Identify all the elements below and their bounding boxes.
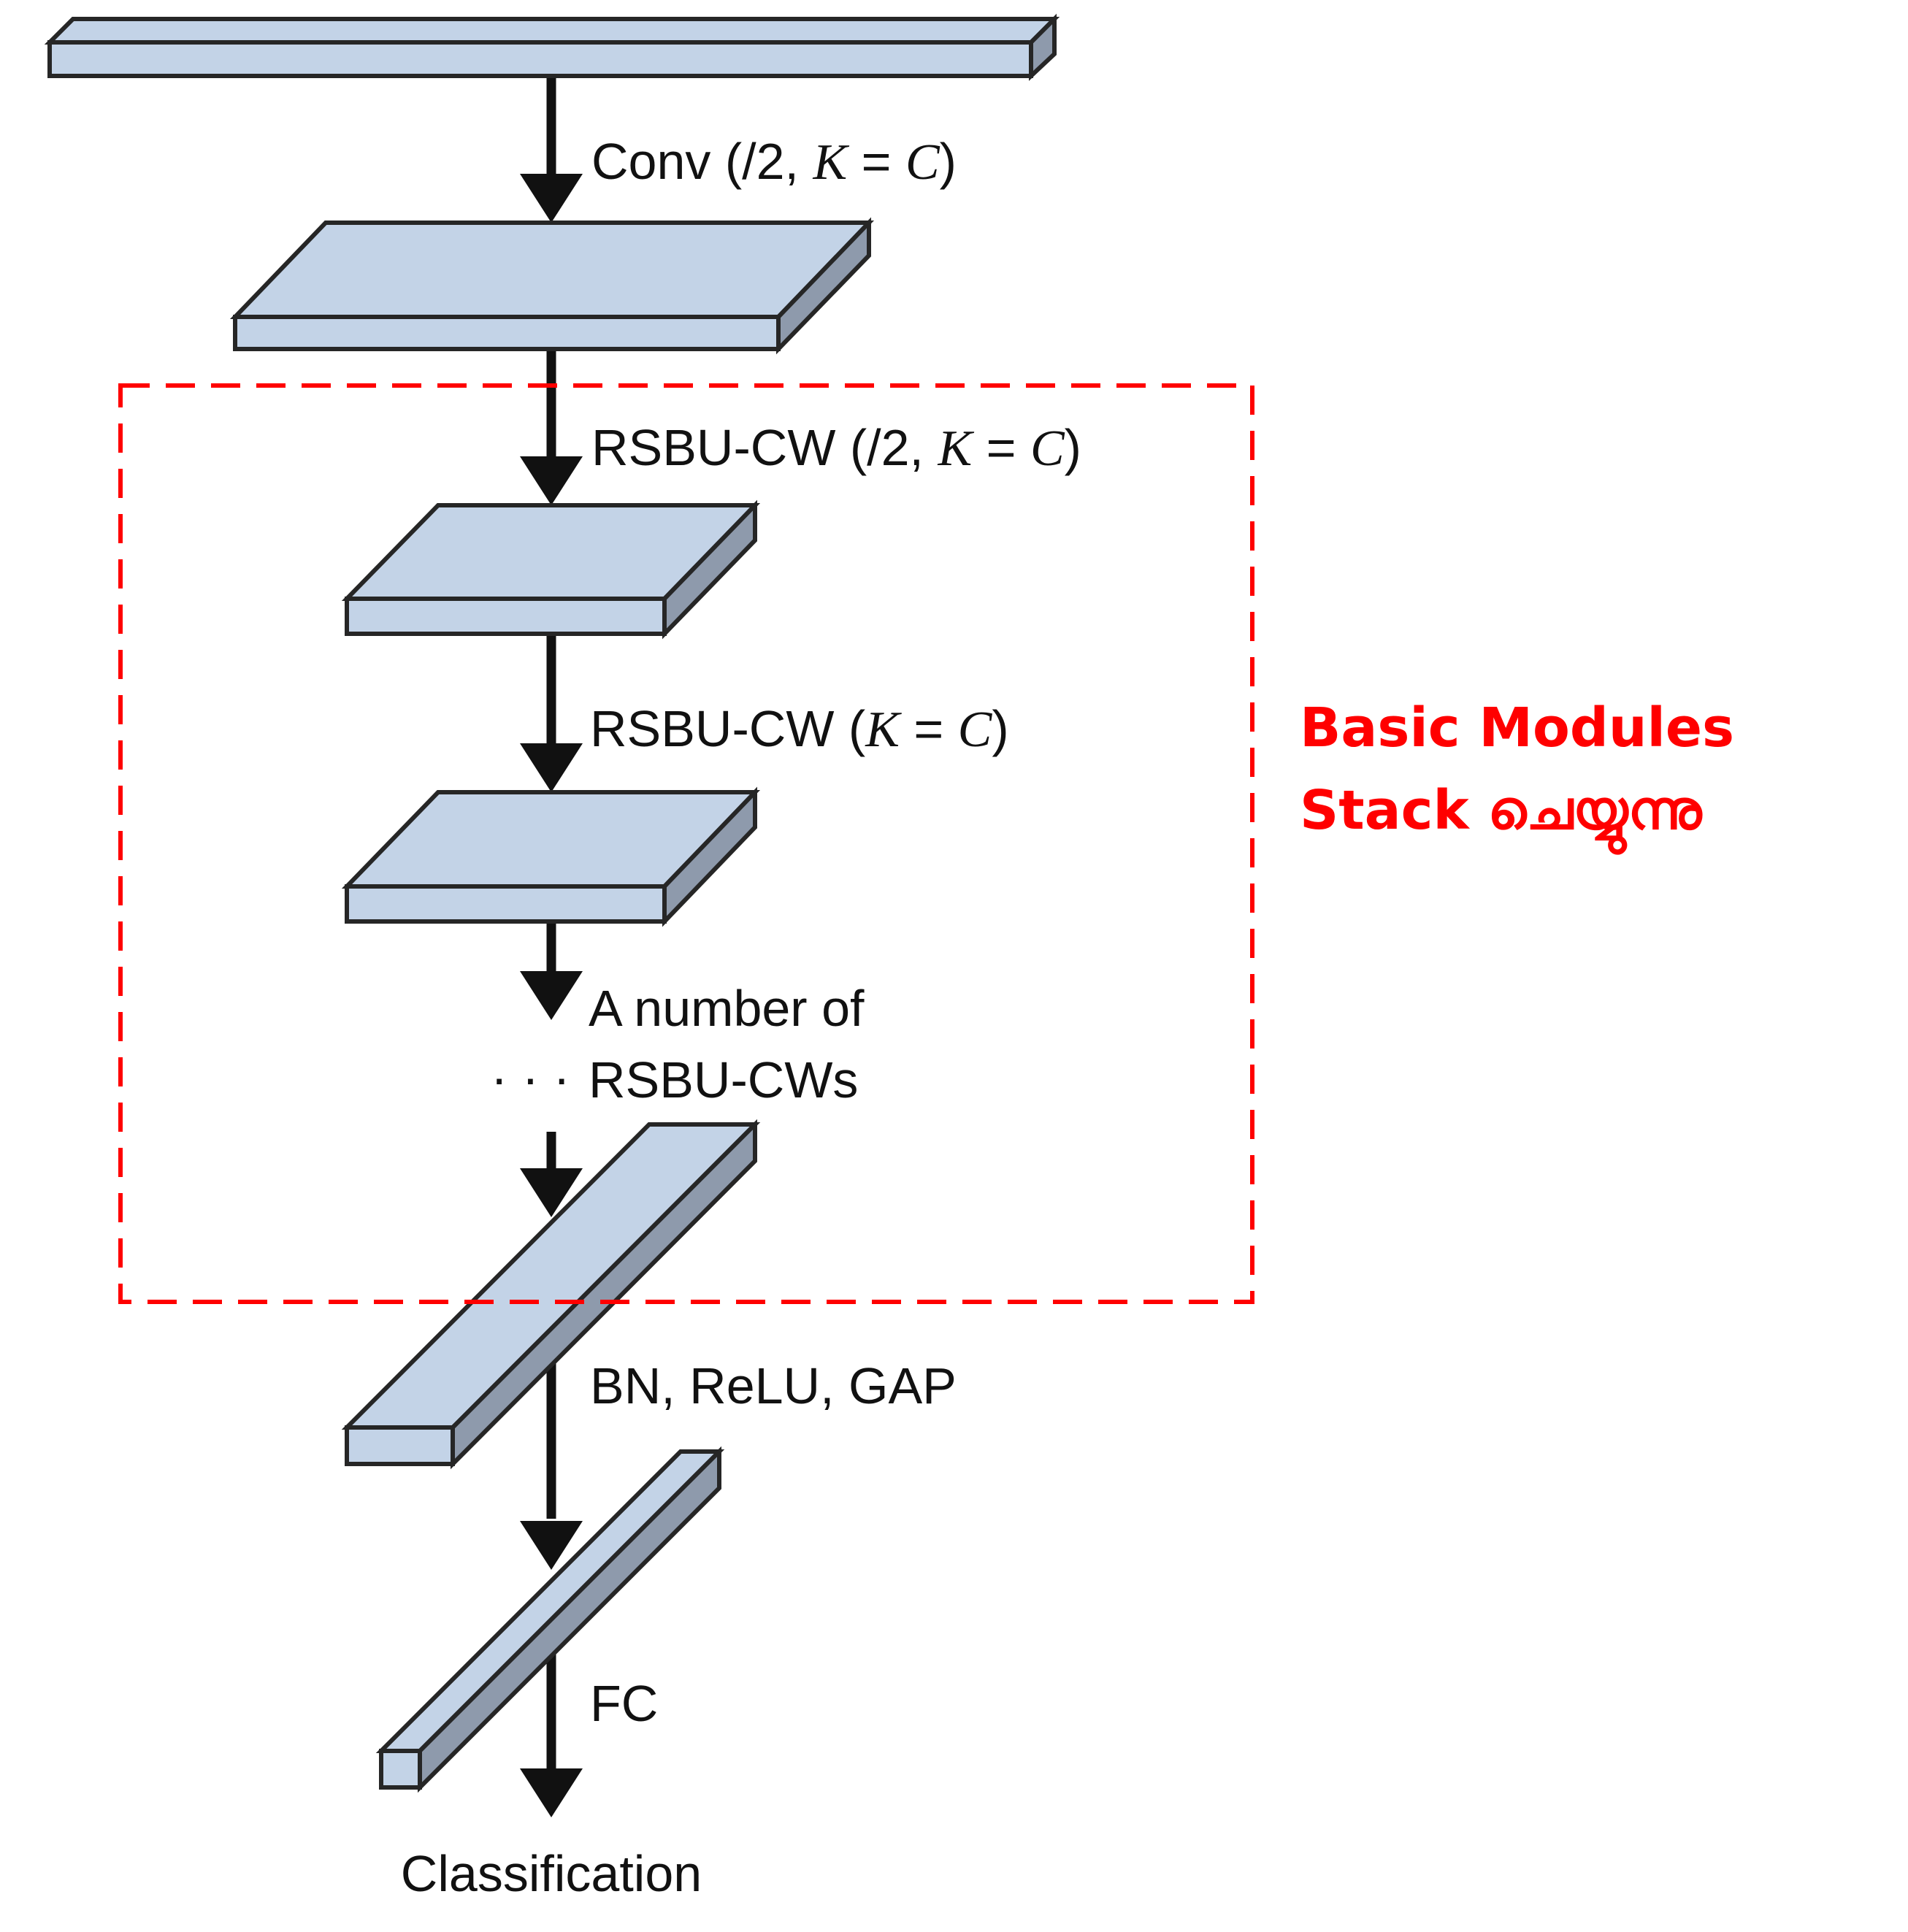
group-label-line-2: Stack ചെയ്യുന്നു bbox=[1300, 779, 1703, 856]
fc-label: FC bbox=[590, 1675, 658, 1732]
arrow-rsbu2-to-stack bbox=[520, 921, 583, 1020]
conv-label: Conv (/2, K = C) bbox=[591, 133, 957, 191]
stacked-modules-output-block bbox=[341, 1119, 761, 1470]
input-block bbox=[44, 13, 1060, 81]
conv-output-block bbox=[229, 217, 875, 355]
rsbu-cw-downsample-label: RSBU-CW (/2, K = C) bbox=[591, 419, 1081, 477]
bn-relu-gap-label: BN, ReLU, GAP bbox=[590, 1357, 957, 1414]
arrow-bn-relu-gap bbox=[520, 1354, 583, 1570]
stack-ellipsis: · · · bbox=[491, 1049, 570, 1106]
stack-label-line-1: A number of bbox=[589, 980, 865, 1037]
group-label-line-1: Basic Modules bbox=[1300, 697, 1734, 759]
rsbu-cw-label: RSBU-CW (K = C) bbox=[590, 700, 1009, 758]
rsbu-cw-block-1 bbox=[341, 499, 761, 640]
arrow-rsbu1-to-rsbu2 bbox=[520, 634, 583, 792]
arrow-stack-to-final-block bbox=[520, 1132, 583, 1217]
arrow-conv-to-rsbu1 bbox=[520, 349, 583, 505]
rsbu-cw-block-2 bbox=[341, 786, 761, 927]
basic-modules-group-box bbox=[118, 383, 1254, 1304]
fc-block bbox=[375, 1446, 725, 1793]
classification-label: Classification bbox=[401, 1845, 702, 1902]
arrow-input-to-conv bbox=[520, 73, 583, 223]
stack-label-line-2: RSBU-CWs bbox=[589, 1051, 858, 1108]
